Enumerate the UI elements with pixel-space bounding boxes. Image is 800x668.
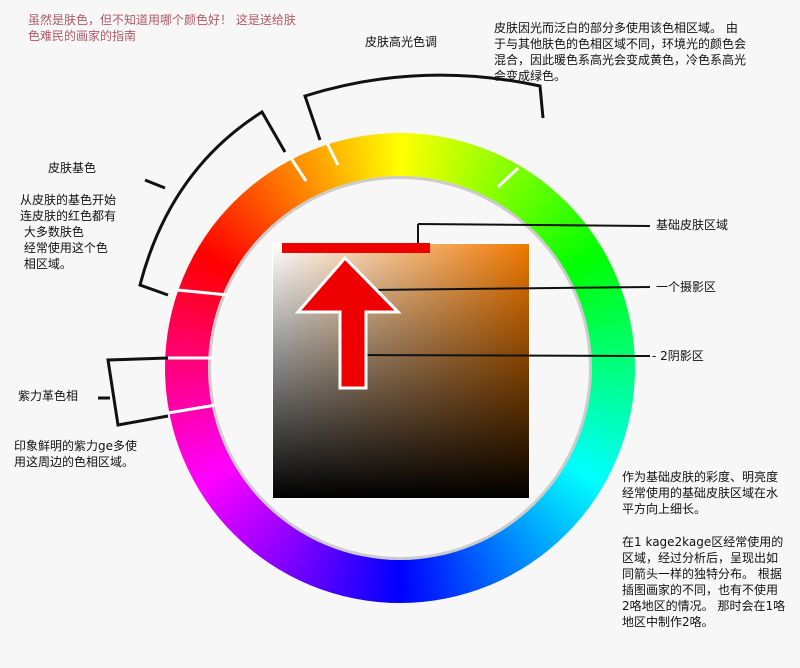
purple-bracket <box>98 356 169 427</box>
base-title: 皮肤基色 <box>48 161 97 175</box>
highlight-bracket <box>303 73 545 141</box>
base-bracket <box>138 109 287 297</box>
saturation-value-square <box>272 243 530 499</box>
shadow1-label: 一个摄影区 <box>656 280 717 294</box>
right-desc-2: 在1 kage2kage区经常使用的 区域，经过分析后，呈现出如 同箭头一样的独… <box>622 535 786 629</box>
base-area-label: 基础皮肤区域 <box>656 218 729 232</box>
purple-title: 紫力革色相 <box>18 389 79 403</box>
purple-desc: 印象鲜明的紫力ge多使 用这周边的色相区域。 <box>14 439 138 469</box>
title-note: 虽然是肤色，但不知道用哪个颜色好！ 这是送给肤 色难民的画家的指南 <box>28 13 296 43</box>
shadow-arrow <box>294 255 402 390</box>
base-desc: 从皮肤的基色开始 连皮肤的红色都有 大多数肤色 经常使用这个色 相区域。 <box>20 193 117 271</box>
right-desc-1: 作为基础皮肤的彩度、明亮度 经常使用的基础皮肤区域在水 平方向上细长。 <box>622 470 779 516</box>
base-skin-bar <box>282 243 430 253</box>
shadow2-label: - 2阴影区 <box>652 349 704 363</box>
highlight-title: 皮肤高光色调 <box>365 35 438 49</box>
wheel-segment-dividers <box>165 140 520 415</box>
highlight-desc: 皮肤因光而泛白的部分多使用该色相区域。 由 于与其他肤色的色相区域不同，环境光的… <box>494 21 747 83</box>
